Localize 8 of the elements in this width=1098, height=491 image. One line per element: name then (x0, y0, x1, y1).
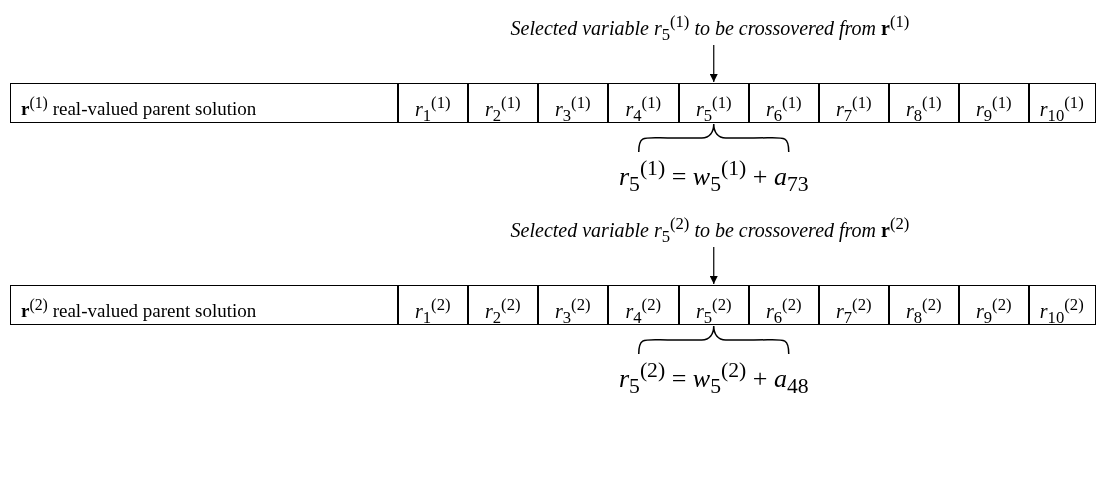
formula-text: r$_{5}$$^{(1)}$ = w$_{5}$$^{(1)}$ + a$_{73}$ (617, 156, 810, 197)
annotation-text: Selected variable r$_{5}$$^{(2)}$ to be crossovered from r$^{(2)}$ (380, 205, 1040, 241)
arrow (709, 44, 718, 83)
row-label-cell: r$^{(1)}$ real-valued parent solution (10, 83, 399, 123)
row-label-cell: r$^{(2)}$ real-valued parent solution (10, 285, 399, 325)
annotation-text: Selected variable r$_{5}$$^{(1)}$ to be crossovered from r$^{(1)}$ (380, 3, 1040, 39)
arrow (709, 246, 718, 285)
formula-text: r$_{5}$$^{(2)}$ = w$_{5}$$^{(2)}$ + a$_{48}$ (617, 358, 810, 399)
